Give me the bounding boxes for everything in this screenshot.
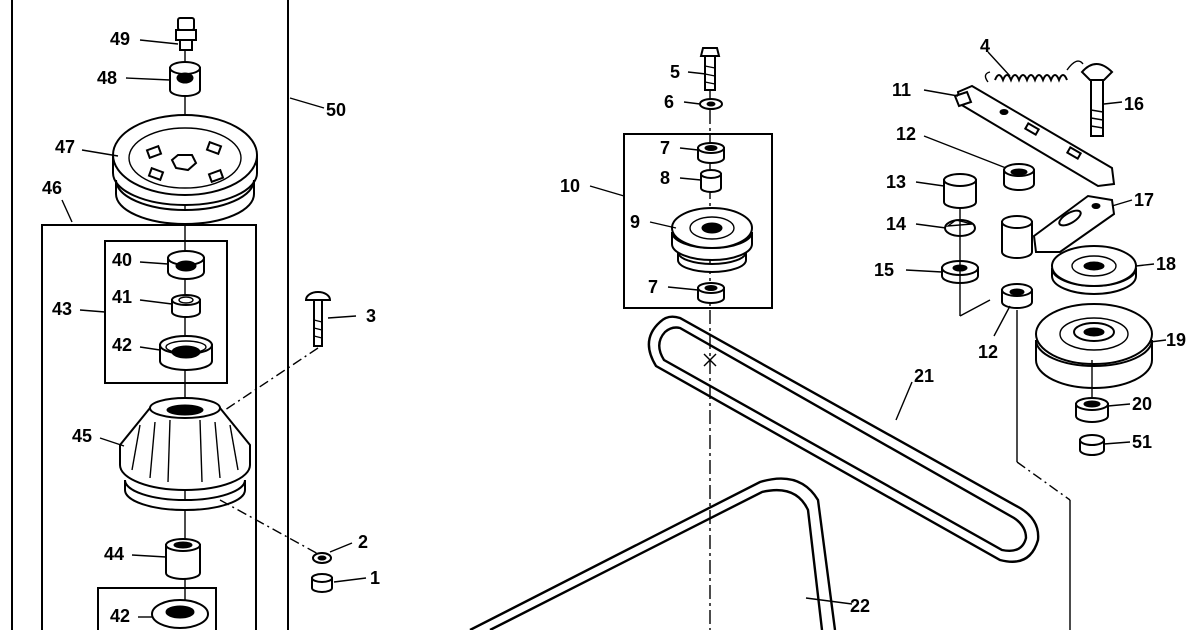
part-7-spacer-top bbox=[697, 142, 725, 164]
part-5-bolt bbox=[699, 47, 721, 91]
callout-4: 4 bbox=[980, 36, 990, 56]
part-42-bearing-bottom bbox=[151, 599, 209, 629]
part-47-pulley bbox=[112, 114, 258, 225]
part-7-spacer-bottom bbox=[697, 282, 725, 304]
part-12-bushing-top bbox=[1003, 163, 1035, 191]
callout-9: 9 bbox=[630, 212, 640, 232]
left-spindle-assembly bbox=[11, 0, 333, 630]
part-41-spacer bbox=[171, 294, 201, 318]
callout-1: 1 bbox=[370, 568, 380, 588]
callout-12-top: 12 bbox=[896, 124, 916, 144]
callout-19: 19 bbox=[1166, 330, 1186, 350]
callout-14: 14 bbox=[886, 214, 906, 234]
callout-44: 44 bbox=[104, 544, 124, 564]
callout-21: 21 bbox=[914, 366, 934, 386]
callout-50: 50 bbox=[326, 100, 346, 120]
callout-48: 48 bbox=[97, 68, 117, 88]
callout-7-top: 7 bbox=[660, 138, 670, 158]
callout-20: 20 bbox=[1132, 394, 1152, 414]
callout-6: 6 bbox=[664, 92, 674, 112]
callout-13: 13 bbox=[886, 172, 906, 192]
part-13-sleeve bbox=[943, 173, 977, 209]
callout-46: 46 bbox=[42, 178, 62, 198]
callout-10: 10 bbox=[560, 176, 580, 196]
part-8-bushing bbox=[700, 169, 722, 193]
leader-lines bbox=[61, 39, 1167, 618]
part-20-nut bbox=[1075, 397, 1109, 423]
callout-40: 40 bbox=[112, 250, 132, 270]
part-12-bushing-bottom bbox=[1001, 283, 1033, 309]
part-48-nut bbox=[169, 61, 201, 97]
part-16-bolt bbox=[1080, 63, 1114, 137]
part-4-spring bbox=[984, 60, 1084, 83]
part-17-bracket bbox=[1032, 194, 1116, 253]
part-11-arm bbox=[953, 84, 1116, 188]
part-3-bolt bbox=[304, 291, 332, 347]
callout-45: 45 bbox=[72, 426, 92, 446]
callout-2: 2 bbox=[358, 532, 368, 552]
part-51-nut bbox=[1079, 434, 1105, 456]
callout-51: 51 bbox=[1132, 432, 1152, 452]
callout-8: 8 bbox=[660, 168, 670, 188]
callout-11: 11 bbox=[892, 80, 911, 100]
callout-42-top: 42 bbox=[112, 335, 132, 355]
callout-49: 49 bbox=[110, 29, 130, 49]
callout-42-bottom: 42 bbox=[110, 606, 130, 626]
callout-3: 3 bbox=[366, 306, 376, 326]
callout-5: 5 bbox=[670, 62, 680, 82]
part-44-sleeve bbox=[165, 538, 201, 580]
belt-21 bbox=[647, 315, 1040, 563]
callout-43: 43 bbox=[52, 299, 72, 319]
callout-16: 16 bbox=[1124, 94, 1144, 114]
callout-22: 22 bbox=[850, 596, 870, 616]
part-9-idler-pulley bbox=[671, 207, 753, 273]
part-1-nut bbox=[311, 573, 333, 593]
callout-47: 47 bbox=[55, 137, 75, 157]
center-idler-assembly bbox=[623, 47, 773, 630]
callout-labels: 49 48 47 46 40 41 43 42 45 44 42 50 3 2 … bbox=[42, 29, 1186, 626]
part-49-cap bbox=[175, 17, 197, 51]
callout-17: 17 bbox=[1134, 190, 1154, 210]
callout-41: 41 bbox=[112, 287, 132, 307]
part-40-bearing bbox=[167, 250, 205, 280]
part-18-pulley-half bbox=[1051, 245, 1137, 295]
part-2-washer bbox=[312, 552, 332, 564]
part-45-housing bbox=[119, 397, 251, 511]
callout-12-bottom: 12 bbox=[978, 342, 998, 362]
callout-18: 18 bbox=[1156, 254, 1176, 274]
callout-7-bottom: 7 bbox=[648, 277, 658, 297]
right-idler-arm-assembly bbox=[941, 60, 1153, 630]
part-19-pulley bbox=[1035, 303, 1153, 389]
part-42-bearing-top bbox=[159, 335, 213, 371]
part-12-tube bbox=[1001, 215, 1033, 259]
callout-15: 15 bbox=[874, 260, 894, 280]
belt-22 bbox=[469, 477, 837, 630]
